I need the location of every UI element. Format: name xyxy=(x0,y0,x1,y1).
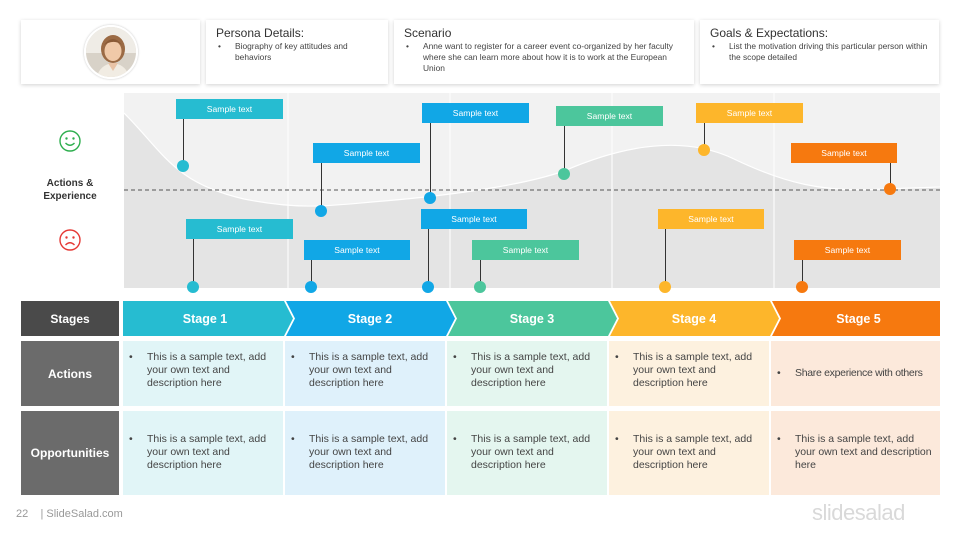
callout-marker xyxy=(884,183,896,195)
callout-label: Sample text xyxy=(472,240,579,260)
callout-marker xyxy=(424,192,436,204)
callout-stem xyxy=(564,126,565,175)
callout-label: Sample text xyxy=(791,143,897,163)
persona-details-title: Persona Details: xyxy=(216,26,305,40)
actions-bullet: This is a sample text, add your own text… xyxy=(129,351,279,390)
stage-5-label: Stage 5 xyxy=(836,311,881,326)
stage-4-label: Stage 4 xyxy=(671,311,717,326)
callout-stem xyxy=(193,238,194,288)
persona-photo-card xyxy=(21,20,200,84)
stage-arrow-4 xyxy=(610,301,779,336)
sad-face-icon xyxy=(59,229,81,251)
callout-stem xyxy=(704,123,705,151)
happy-face-icon xyxy=(59,130,81,152)
callout-label: Sample text xyxy=(696,103,803,123)
stage-arrow-5 xyxy=(772,301,940,336)
goals-title: Goals & Expectations: xyxy=(710,26,829,40)
callout-marker xyxy=(305,281,317,293)
goals-list: List the motivation driving this particu… xyxy=(712,41,931,63)
opportunities-cell-stage-2: This is a sample text, add your own text… xyxy=(285,411,445,495)
callout-stem xyxy=(665,229,666,288)
callout-marker xyxy=(315,205,327,217)
callout-stem xyxy=(802,260,803,288)
opportunities-bullet: This is a sample text, add your own text… xyxy=(615,433,765,472)
actions-experience-label: Actions & Experience xyxy=(43,178,97,202)
persona-avatar xyxy=(84,25,138,79)
opportunities-cell-stage-1: This is a sample text, add your own text… xyxy=(123,411,283,495)
callout-stem xyxy=(890,163,891,190)
callout-marker xyxy=(659,281,671,293)
callout-stem xyxy=(480,260,481,288)
footer: 22 | SlideSalad.com xyxy=(16,508,123,520)
actions-bullet: Share experience with others xyxy=(777,367,936,380)
opportunities-cell-stage-4: This is a sample text, add your own text… xyxy=(609,411,769,495)
opportunities-bullet: This is a sample text, add your own text… xyxy=(129,433,279,472)
callout-marker xyxy=(474,281,486,293)
experience-curve xyxy=(124,112,940,207)
scenario-title: Scenario xyxy=(404,26,452,40)
stage-2-label: Stage 2 xyxy=(347,311,393,326)
actions-bullet: This is a sample text, add your own text… xyxy=(453,351,603,390)
scenario-list: Anne want to register for a career event… xyxy=(406,41,686,74)
actions-cell-stage-3: This is a sample text, add your own text… xyxy=(447,341,607,406)
callout-marker xyxy=(796,281,808,293)
callout-marker xyxy=(698,144,710,156)
stage-arrow-1 xyxy=(123,301,293,336)
goals-bullet: List the motivation driving this particu… xyxy=(712,41,931,63)
footer-site-link[interactable]: | SlideSalad.com xyxy=(40,508,123,520)
scenario-bullet: Anne want to register for a career event… xyxy=(406,41,686,74)
persona-details-card: Persona Details: Biography of key attitu… xyxy=(206,20,388,84)
actions-cell-stage-1: This is a sample text, add your own text… xyxy=(123,341,283,406)
actions-cell-stage-5: Share experience with others xyxy=(771,341,940,406)
callout-label: Sample text xyxy=(556,106,663,126)
callout-stem xyxy=(321,163,322,211)
scenario-card: Scenario Anne want to register for a car… xyxy=(394,20,694,84)
callout-marker xyxy=(558,168,570,180)
actions-bullet: This is a sample text, add your own text… xyxy=(291,351,441,390)
callout-stem xyxy=(428,229,429,288)
callout-label: Sample text xyxy=(658,209,764,229)
actions-bullet: This is a sample text, add your own text… xyxy=(615,351,765,390)
callout-label: Sample text xyxy=(794,240,901,260)
callout-stem xyxy=(183,119,184,166)
stage-3-label: Stage 3 xyxy=(509,311,555,326)
callout-label: Sample text xyxy=(186,219,293,239)
stage-arrow-2 xyxy=(286,301,455,336)
stage-1-label: Stage 1 xyxy=(182,311,228,326)
opportunities-cell-stage-3: This is a sample text, add your own text… xyxy=(447,411,607,495)
callout-marker xyxy=(422,281,434,293)
persona-details-list: Biography of key attitudes and behaviors xyxy=(218,41,380,63)
actions-cell-stage-2: This is a sample text, add your own text… xyxy=(285,341,445,406)
callout-marker xyxy=(177,160,189,172)
row-header-actions: Actions xyxy=(21,341,119,406)
callout-label: Sample text xyxy=(176,99,283,119)
actions-cell-stage-4: This is a sample text, add your own text… xyxy=(609,341,769,406)
row-header-opportunities: Opportunities xyxy=(21,411,119,495)
goals-card: Goals & Expectations: List the motivatio… xyxy=(700,20,939,84)
callout-label: Sample text xyxy=(313,143,420,163)
callout-label: Sample text xyxy=(422,103,529,123)
opportunities-bullet: This is a sample text, add your own text… xyxy=(453,433,603,472)
callout-label: Sample text xyxy=(421,209,527,229)
callout-marker xyxy=(187,281,199,293)
opportunities-bullet: This is a sample text, add your own text… xyxy=(777,433,936,472)
callout-label: Sample text xyxy=(304,240,410,260)
row-header-stages: Stages xyxy=(21,301,119,336)
opportunities-cell-stage-5: This is a sample text, add your own text… xyxy=(771,411,940,495)
stage-arrow-3 xyxy=(448,301,617,336)
brand-logo: slidesalad xyxy=(812,500,905,525)
opportunities-bullet: This is a sample text, add your own text… xyxy=(291,433,441,472)
persona-details-bullet: Biography of key attitudes and behaviors xyxy=(218,41,380,63)
callout-stem xyxy=(311,259,312,288)
page-number: 22 xyxy=(16,508,29,520)
callout-stem xyxy=(430,123,431,199)
